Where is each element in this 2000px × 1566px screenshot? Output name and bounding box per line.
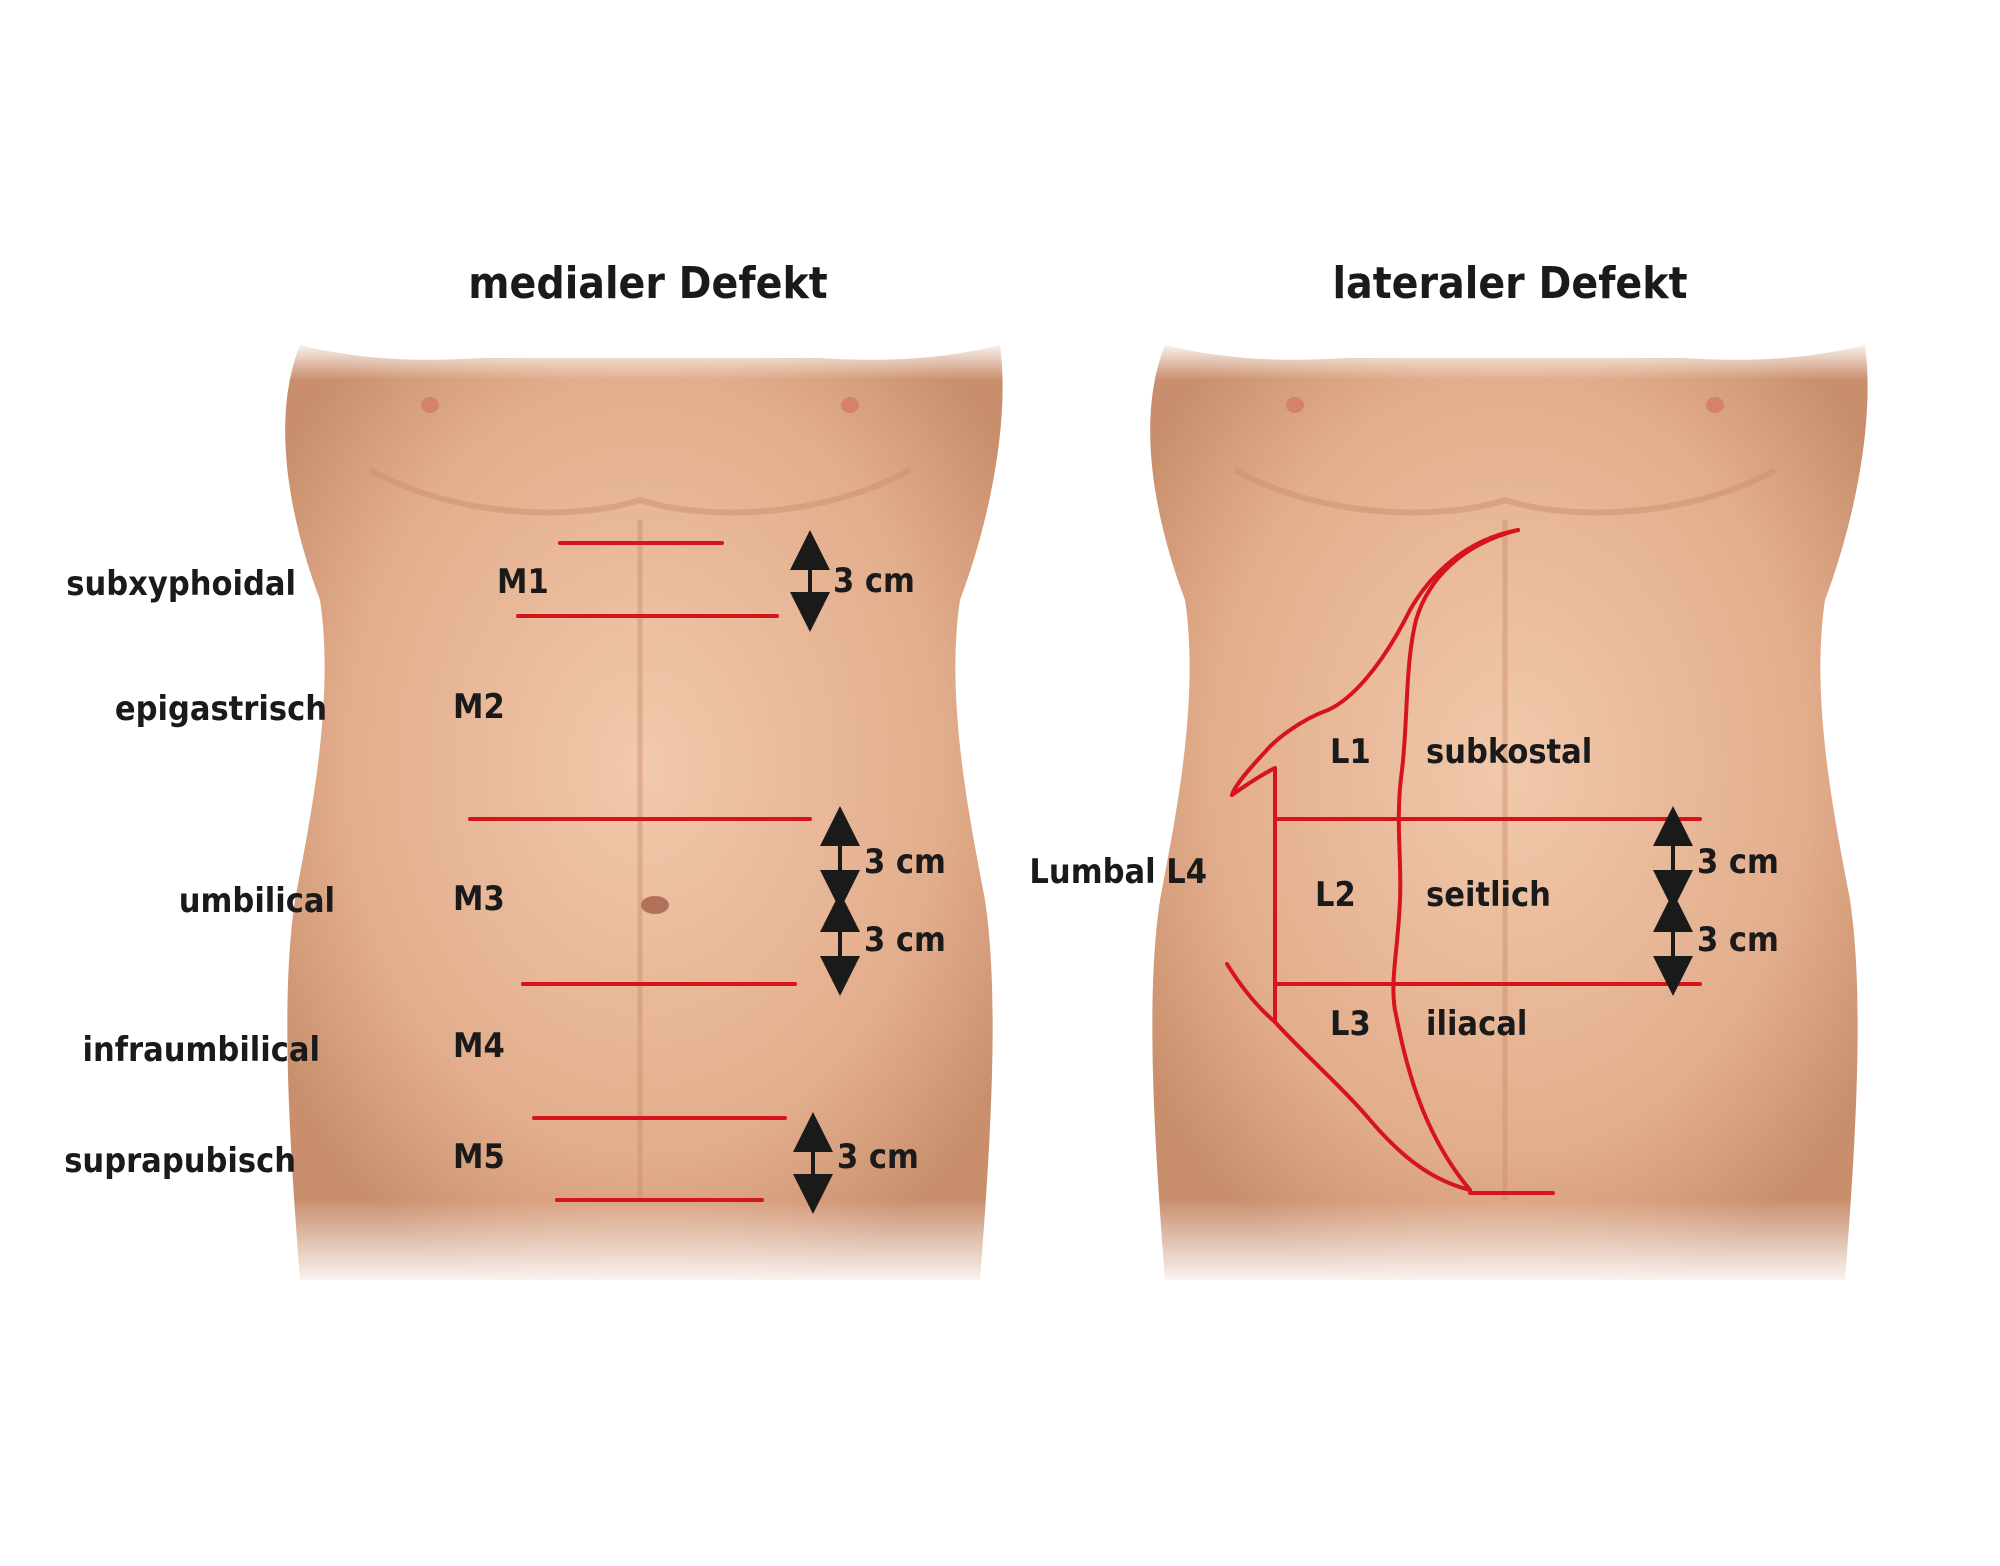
region-label-subkostal: subkostal [1426, 732, 1592, 772]
dim-label-l2-lower: 3 cm [1697, 920, 1779, 960]
lateral-inner-curve [1391, 528, 1520, 1192]
medial-boundary-lines [468, 541, 812, 1202]
zone-m2: M2 [453, 687, 505, 727]
zone-m3: M3 [453, 879, 505, 919]
dim-label-m3-lower: 3 cm [864, 920, 946, 960]
zone-l3: L3 [1330, 1004, 1371, 1044]
lateral-lumbal-curve [1230, 766, 1472, 1192]
torso-lateral [1145, 340, 1885, 1290]
region-label-umbilical: umbilical [179, 881, 335, 921]
zone-m1: M1 [497, 562, 549, 602]
region-label-epigastrisch: epigastrisch [115, 689, 327, 729]
region-label-seitlich: seitlich [1426, 875, 1551, 915]
zone-m4: M4 [453, 1026, 505, 1066]
dim-label-m1: 3 cm [833, 561, 915, 601]
lateral-l3-lower-curve [1225, 962, 1277, 1024]
lateral-outer-curve [1230, 528, 1520, 797]
dim-label-m5: 3 cm [837, 1137, 919, 1177]
region-label-iliacal: iliacal [1426, 1004, 1527, 1044]
medial-title: medialer Defekt [468, 258, 828, 309]
zone-m5: M5 [453, 1137, 505, 1177]
dim-label-l2-upper: 3 cm [1697, 842, 1779, 882]
lateral-title: lateraler Defekt [1332, 258, 1687, 309]
zone-l2: L2 [1315, 875, 1356, 915]
region-label-subxyphoidal: subxyphoidal [66, 564, 296, 604]
region-label-infraumbilical: infraumbilical [82, 1030, 320, 1070]
region-label-suprapubisch: suprapubisch [64, 1141, 296, 1181]
lumbal-l4-label: Lumbal L4 [1029, 852, 1207, 892]
zone-l1: L1 [1330, 732, 1371, 772]
lateral-boundary-lines [1225, 528, 1702, 1195]
dim-label-m3-upper: 3 cm [864, 842, 946, 882]
